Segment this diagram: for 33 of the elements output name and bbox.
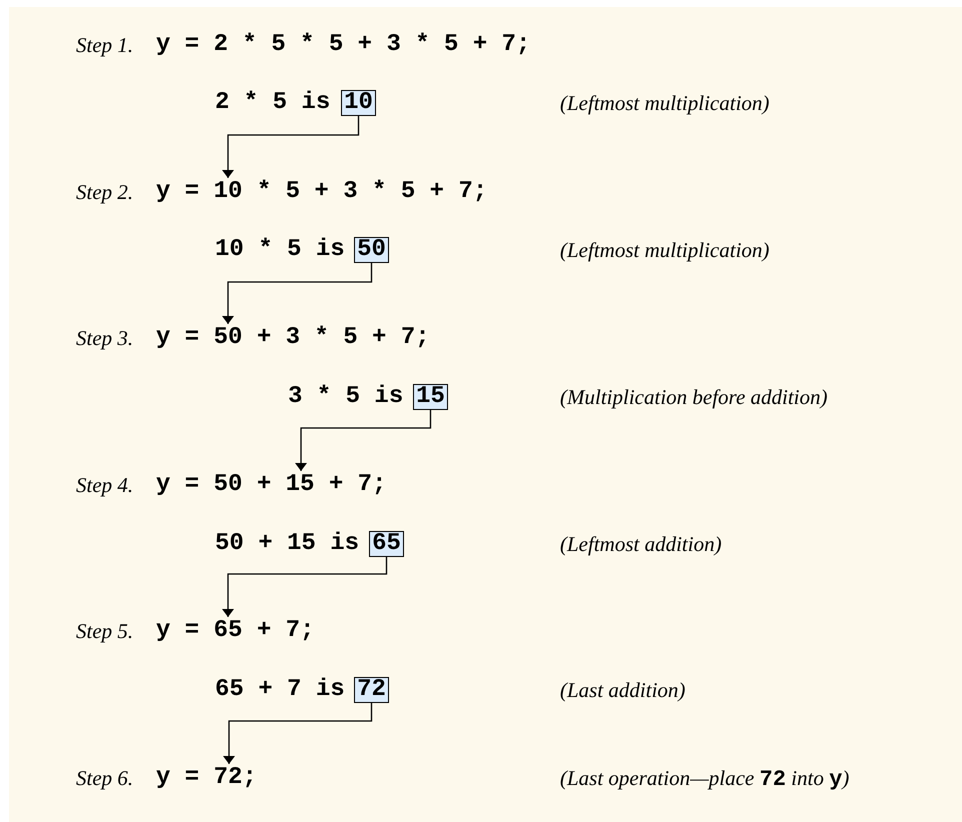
calculation-text: 3 * 5 is bbox=[288, 383, 404, 411]
explanation-note: (Last addition) bbox=[560, 677, 686, 704]
arrow bbox=[224, 116, 360, 178]
explanation-note: (Multiplication before addition) bbox=[560, 384, 828, 411]
expression-text: y = 50 + 15 + 7; bbox=[156, 471, 386, 499]
expression-text: y = 72; bbox=[156, 764, 257, 792]
explanation-note: (Last operation—place 72 into y) bbox=[560, 765, 850, 794]
expression-text: y = 2 * 5 * 5 + 3 * 5 + 7; bbox=[156, 31, 530, 59]
explanation-note: (Leftmost addition) bbox=[560, 531, 722, 558]
calculation-text: 50 + 15 is bbox=[215, 530, 360, 558]
step-label: Step 4. bbox=[76, 472, 134, 499]
arrow bbox=[225, 703, 372, 764]
result-box: 65 bbox=[369, 531, 404, 557]
step-label: Step 3. bbox=[76, 325, 134, 352]
step-label: Step 6. bbox=[76, 765, 134, 792]
result-box: 10 bbox=[341, 90, 376, 116]
step-label: Step 1. bbox=[76, 32, 134, 59]
expression-text: y = 50 + 3 * 5 + 7; bbox=[156, 324, 430, 352]
calculation-text: 65 + 7 is bbox=[215, 676, 345, 704]
step-label: Step 5. bbox=[76, 618, 134, 645]
calculation-text: 2 * 5 is bbox=[215, 89, 330, 117]
explanation-note: (Leftmost multiplication) bbox=[560, 237, 770, 264]
arrow bbox=[224, 263, 372, 324]
step-label: Step 2. bbox=[76, 179, 134, 206]
result-box: 50 bbox=[354, 237, 389, 263]
arrow bbox=[297, 410, 432, 471]
expression-text: y = 10 * 5 + 3 * 5 + 7; bbox=[156, 178, 488, 206]
explanation-note: (Leftmost multiplication) bbox=[560, 90, 770, 117]
expression-text: y = 65 + 7; bbox=[156, 617, 314, 645]
result-box: 72 bbox=[354, 677, 389, 703]
calculation-text: 10 * 5 is bbox=[215, 236, 345, 264]
arrow bbox=[224, 557, 388, 617]
result-box: 15 bbox=[413, 384, 448, 410]
